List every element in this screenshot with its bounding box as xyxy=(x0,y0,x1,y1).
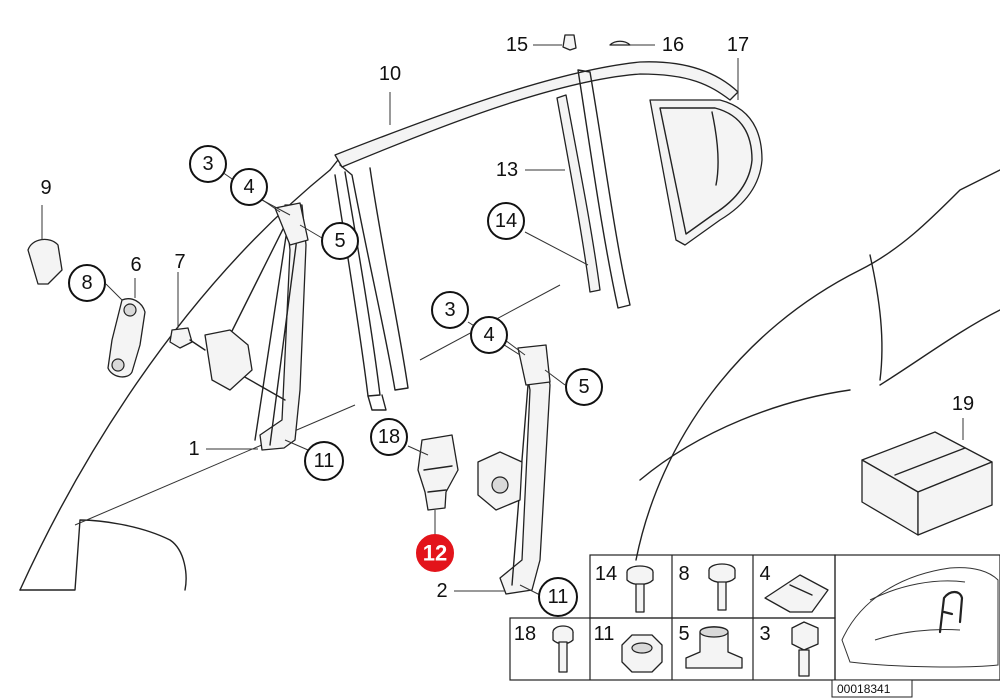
svg-text:17: 17 xyxy=(727,34,749,56)
svg-text:1: 1 xyxy=(188,438,199,460)
callout-17: 17 xyxy=(727,34,749,56)
crank-handle-6 xyxy=(107,298,146,378)
reference-number: 00018341 xyxy=(837,682,891,696)
callout-11b: 11 xyxy=(538,577,578,617)
callout-18: 18 xyxy=(370,418,408,456)
parts-box-19 xyxy=(861,431,993,536)
callout-11a: 11 xyxy=(304,441,344,481)
clip-4-icon xyxy=(764,574,829,613)
rear-window-regulator-2 xyxy=(477,344,551,595)
callout-8: 8 xyxy=(68,264,106,302)
callout-5a: 5 xyxy=(321,222,359,260)
svg-text:3: 3 xyxy=(444,299,455,321)
car-thumbnail-icon xyxy=(841,567,999,668)
svg-text:15: 15 xyxy=(506,34,528,56)
svg-text:4: 4 xyxy=(483,324,494,346)
crank-bearing-7 xyxy=(169,327,206,351)
callout-3b: 3 xyxy=(431,291,469,329)
svg-text:7: 7 xyxy=(174,251,185,273)
svg-text:8: 8 xyxy=(81,272,92,294)
clip-15 xyxy=(562,34,577,51)
legend-label-4: 4 xyxy=(759,563,770,585)
callout-9: 9 xyxy=(40,177,51,199)
svg-text:12: 12 xyxy=(423,541,447,566)
svg-text:19: 19 xyxy=(952,393,974,415)
callout-10: 10 xyxy=(379,63,401,85)
svg-text:18: 18 xyxy=(378,426,400,448)
screw-8-icon xyxy=(708,563,736,611)
svg-text:5: 5 xyxy=(578,376,589,398)
legend-label-3: 3 xyxy=(759,623,770,645)
callout-1: 1 xyxy=(188,438,199,460)
svg-text:11: 11 xyxy=(314,450,335,472)
leader-lines xyxy=(41,44,964,596)
callout-19: 19 xyxy=(952,393,974,415)
callout-12: 12 xyxy=(416,534,454,572)
svg-text:6: 6 xyxy=(130,254,141,276)
callout-16: 16 xyxy=(662,34,684,56)
svg-text:2: 2 xyxy=(436,580,447,602)
svg-text:4: 4 xyxy=(243,176,254,198)
legend-label-11: 11 xyxy=(594,623,615,645)
crank-cover-9 xyxy=(27,238,63,285)
screw-14-icon xyxy=(626,565,654,613)
svg-text:11: 11 xyxy=(548,586,569,608)
svg-text:14: 14 xyxy=(495,210,517,232)
legend-label-8: 8 xyxy=(678,563,689,585)
callout-2: 2 xyxy=(436,580,447,602)
callout-15: 15 xyxy=(506,34,528,56)
front-window-regulator-1 xyxy=(204,202,309,451)
window-motor-12 xyxy=(417,434,459,511)
screw-18-icon xyxy=(552,625,574,673)
callout-14: 14 xyxy=(487,202,525,240)
bushing-5-icon xyxy=(685,626,743,669)
svg-text:3: 3 xyxy=(202,153,213,175)
bolt-3-icon xyxy=(791,621,819,677)
legend-label-5: 5 xyxy=(678,623,689,645)
svg-text:10: 10 xyxy=(379,63,401,85)
callout-5b: 5 xyxy=(565,368,603,406)
quarter-window-17 xyxy=(649,99,763,246)
reference-number-box xyxy=(831,679,913,698)
callout-6: 6 xyxy=(130,254,141,276)
svg-text:16: 16 xyxy=(662,34,684,56)
callout-3a: 3 xyxy=(189,145,227,183)
legend-label-18: 18 xyxy=(514,623,536,645)
callout-4a: 4 xyxy=(230,168,268,206)
nut-11-icon xyxy=(621,634,663,673)
clip-16 xyxy=(609,40,631,46)
legend-label-14: 14 xyxy=(595,563,617,585)
svg-text:9: 9 xyxy=(40,177,51,199)
callout-13: 13 xyxy=(496,159,518,181)
callout-7: 7 xyxy=(174,251,185,273)
callout-4b: 4 xyxy=(470,316,508,354)
hardware-legend: 14 8 4 18 11 5 3 xyxy=(509,554,1000,681)
svg-text:5: 5 xyxy=(334,230,345,252)
svg-text:13: 13 xyxy=(496,159,518,181)
rear-guide-rail-13 xyxy=(556,94,601,293)
